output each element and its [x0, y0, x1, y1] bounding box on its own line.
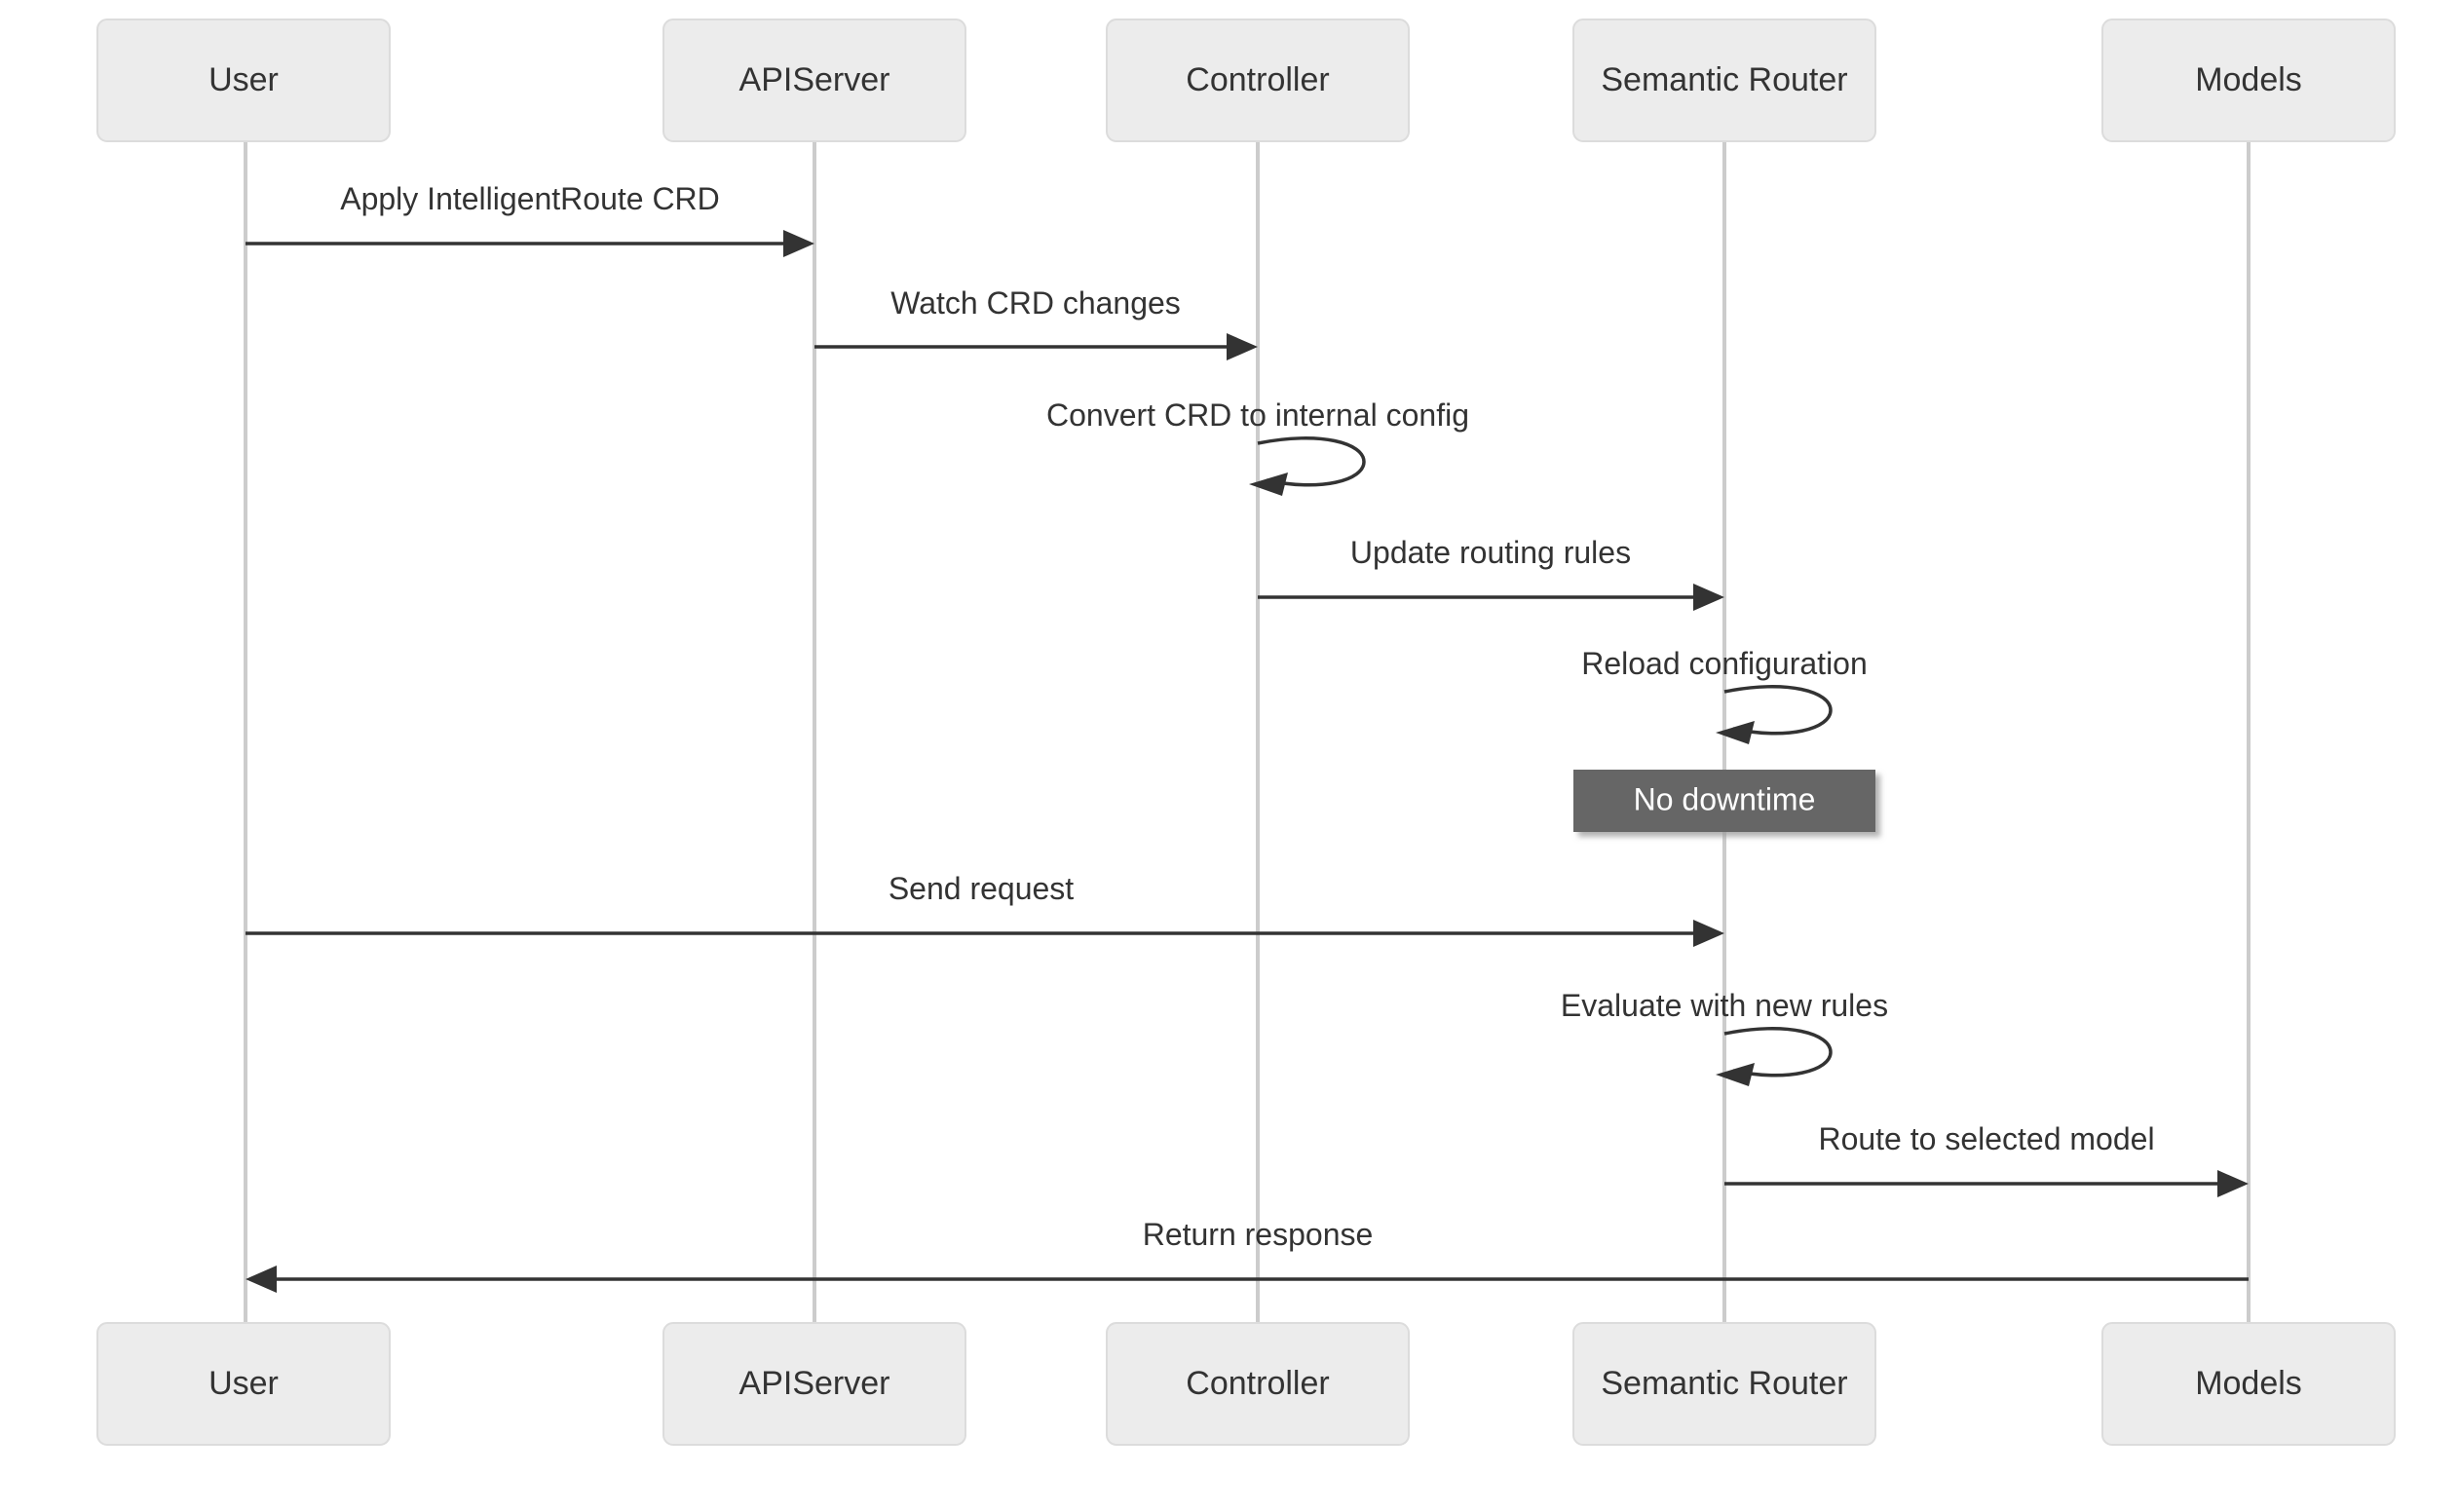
message-route-to-selected-model[interactable]: Route to selected model: [1724, 1121, 2249, 1197]
actor-box-user-top[interactable]: User: [96, 19, 391, 142]
actor-rect-apiserver-bottom: [662, 1322, 966, 1446]
actor-label-controller-top: Controller: [1186, 61, 1329, 98]
message-update-routing-rules[interactable]: Update routing rules: [1258, 535, 1724, 611]
message-return-response[interactable]: Return response: [246, 1217, 2249, 1293]
message-selfloop-m7: [1723, 1027, 1833, 1077]
actor-box-controller-bottom[interactable]: Controller: [1106, 1322, 1410, 1446]
actor-label-user-top: User: [208, 61, 279, 98]
actor-boxes-bottom: User APIServer Controller Semantic Route…: [96, 1322, 2396, 1446]
note-rect-no-downtime: [1573, 770, 1875, 832]
message-label-m7: Evaluate with new rules: [1561, 988, 1888, 1023]
actor-label-router-top: Semantic Router: [1601, 61, 1847, 98]
lifelines-group: [244, 141, 2251, 1323]
actor-box-router-bottom[interactable]: Semantic Router: [1572, 1322, 1876, 1446]
actor-box-apiserver-bottom[interactable]: APIServer: [662, 1322, 966, 1446]
arrowhead-icon-m5: [1716, 721, 1755, 744]
note-label-no-downtime: No downtime: [1634, 781, 1816, 816]
message-label-m6: Send request: [889, 871, 1074, 906]
actor-rect-controller-bottom: [1106, 1322, 1410, 1446]
actor-label-user-bottom: User: [208, 1365, 279, 1402]
message-label-m5: Reload configuration: [1581, 646, 1868, 681]
arrowhead-icon-m1: [783, 230, 814, 257]
arrowhead-icon-m2: [1227, 333, 1258, 360]
arrowhead-icon-m8: [2217, 1170, 2249, 1197]
actor-label-models-bottom: Models: [2195, 1365, 2302, 1402]
actor-label-models-top: Models: [2195, 61, 2302, 98]
actor-label-apiserver-bottom: APIServer: [739, 1365, 890, 1402]
actor-box-router-top[interactable]: Semantic Router: [1572, 19, 1876, 142]
actor-boxes-top: User APIServer Controller Semantic Route…: [96, 19, 2396, 142]
actor-box-models-bottom[interactable]: Models: [2101, 1322, 2396, 1446]
message-evaluate-with-new-rules[interactable]: Evaluate with new rules: [1561, 988, 1888, 1086]
message-reload-configuration[interactable]: Reload configuration: [1581, 646, 1868, 744]
message-selfloop-m3: [1257, 436, 1366, 487]
message-selfloop-m5: [1723, 685, 1833, 736]
actor-rect-models-bottom: [2101, 1322, 2396, 1446]
actor-box-user-bottom[interactable]: User: [96, 1322, 391, 1446]
actor-rect-controller-top: [1106, 19, 1410, 142]
actor-label-apiserver-top: APIServer: [739, 61, 890, 98]
note-no-downtime[interactable]: No downtime: [1573, 770, 1875, 832]
message-send-request[interactable]: Send request: [246, 871, 1724, 947]
actor-box-controller-top[interactable]: Controller: [1106, 19, 1410, 142]
message-apply-intelligentroute-crd[interactable]: Apply IntelligentRoute CRD: [246, 181, 814, 257]
actor-box-apiserver-top[interactable]: APIServer: [662, 19, 966, 142]
actor-rect-user-bottom: [96, 1322, 391, 1446]
arrowhead-icon-m6: [1693, 920, 1724, 947]
arrowhead-icon-m9: [246, 1266, 277, 1293]
message-label-m1: Apply IntelligentRoute CRD: [340, 181, 720, 216]
arrowhead-icon-m3: [1249, 472, 1288, 496]
actor-rect-router-bottom: [1572, 1322, 1876, 1446]
actor-rect-apiserver-top: [662, 19, 966, 142]
actor-label-controller-bottom: Controller: [1186, 1365, 1329, 1402]
message-label-m9: Return response: [1143, 1217, 1374, 1252]
arrowhead-icon-m7: [1716, 1063, 1755, 1086]
message-watch-crd-changes[interactable]: Watch CRD changes: [814, 285, 1258, 360]
message-label-m4: Update routing rules: [1350, 535, 1631, 570]
actor-rect-user-top: [96, 19, 391, 142]
message-label-m2: Watch CRD changes: [890, 285, 1181, 321]
actor-box-models-top[interactable]: Models: [2101, 19, 2396, 142]
actor-rect-models-top: [2101, 19, 2396, 142]
message-label-m8: Route to selected model: [1818, 1121, 2154, 1156]
actor-label-router-bottom: Semantic Router: [1601, 1365, 1847, 1402]
arrowhead-icon-m4: [1693, 584, 1724, 611]
message-convert-crd-to-internal-config[interactable]: Convert CRD to internal config: [1046, 397, 1469, 496]
message-label-m3: Convert CRD to internal config: [1046, 397, 1469, 433]
actor-rect-router-top: [1572, 19, 1876, 142]
